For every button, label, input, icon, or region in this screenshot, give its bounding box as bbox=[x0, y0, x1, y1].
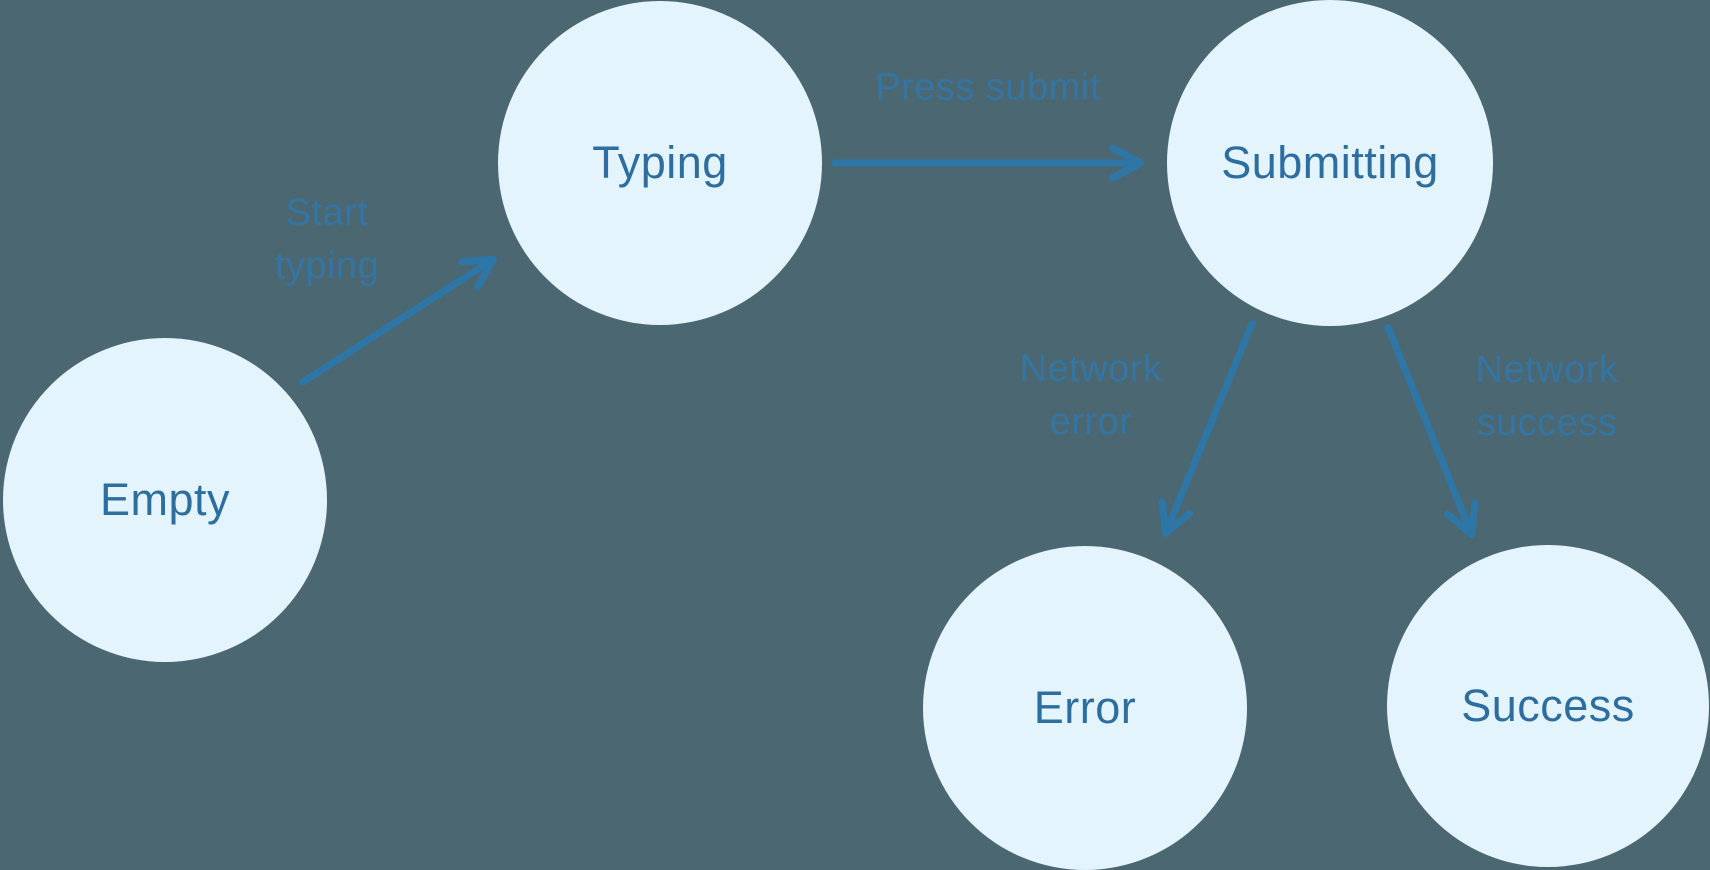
node-empty-label: Empty bbox=[99, 474, 231, 525]
node-typing: Typing bbox=[498, 1, 822, 325]
edge-label-network-error: Network error bbox=[1019, 347, 1163, 443]
node-error-label: Error bbox=[1033, 682, 1137, 733]
edge-label-network-success: Network success bbox=[1475, 348, 1619, 444]
edge-label-start-typing: Start typing bbox=[274, 191, 380, 287]
node-success: Success bbox=[1387, 545, 1709, 867]
node-empty: Empty bbox=[3, 338, 327, 662]
node-submitting-label: Submitting bbox=[1221, 137, 1439, 188]
edge-label-press-submit: Press submit bbox=[875, 66, 1101, 109]
edge-submitting-to-error-arrow bbox=[1158, 320, 1256, 538]
node-typing-label: Typing bbox=[592, 137, 728, 188]
node-error: Error bbox=[923, 546, 1247, 870]
node-submitting: Submitting bbox=[1167, 0, 1493, 326]
node-success-label: Success bbox=[1461, 680, 1635, 731]
